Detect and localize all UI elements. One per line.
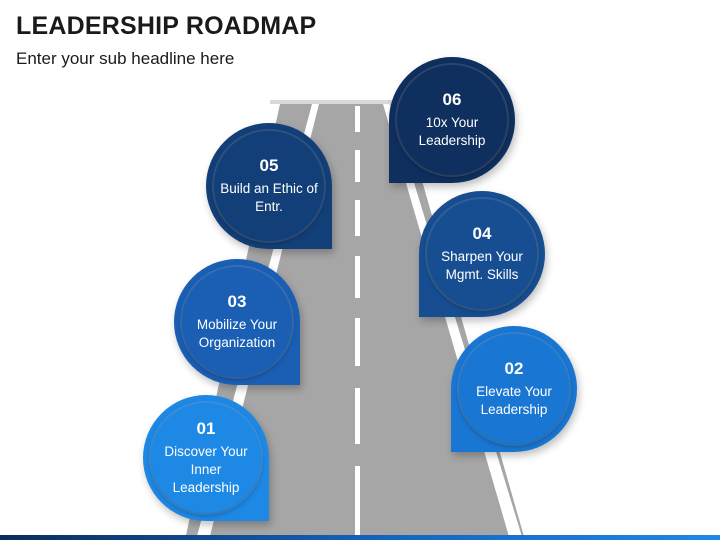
roadmap-step-05: 05 Build an Ethic of Entr. bbox=[206, 123, 332, 249]
step-03-circle: 03 Mobilize Your Organization bbox=[182, 267, 292, 377]
step-label: Mobilize Your Organization bbox=[196, 317, 278, 350]
step-label: Sharpen Your Mgmt. Skills bbox=[441, 249, 523, 282]
step-number: 02 bbox=[504, 359, 524, 378]
road-horizon-edge bbox=[270, 100, 410, 104]
step-number: 04 bbox=[472, 224, 492, 243]
step-02-circle: 02 Elevate Your Leadership bbox=[459, 334, 569, 444]
roadmap-step-02: 02 Elevate Your Leadership bbox=[451, 326, 577, 452]
step-04-circle: 04 Sharpen Your Mgmt. Skills bbox=[427, 199, 537, 309]
step-label: 10x Your Leadership bbox=[418, 115, 486, 148]
step-number: 06 bbox=[442, 90, 462, 109]
roadmap-step-03: 03 Mobilize Your Organization bbox=[174, 259, 300, 385]
step-label: Elevate Your Leadership bbox=[476, 384, 552, 417]
road-center-dashes bbox=[355, 106, 360, 536]
step-label: Discover Your Inner Leadership bbox=[164, 444, 248, 495]
step-05-circle: 05 Build an Ethic of Entr. bbox=[214, 131, 324, 241]
step-01-circle: 01 Discover Your Inner Leadership bbox=[151, 403, 261, 513]
page-title: LEADERSHIP ROADMAP bbox=[16, 12, 317, 40]
step-label: Build an Ethic of Entr. bbox=[220, 181, 318, 214]
step-06-circle: 06 10x Your Leadership bbox=[397, 65, 507, 175]
step-number: 03 bbox=[227, 292, 247, 311]
roadmap-step-04: 04 Sharpen Your Mgmt. Skills bbox=[419, 191, 545, 317]
bottom-accent-bar bbox=[0, 535, 720, 540]
roadmap-step-01: 01 Discover Your Inner Leadership bbox=[143, 395, 269, 521]
roadmap-step-06: 06 10x Your Leadership bbox=[389, 57, 515, 183]
step-number: 01 bbox=[196, 419, 216, 438]
step-number: 05 bbox=[259, 156, 279, 175]
page-subtitle: Enter your sub headline here bbox=[16, 49, 235, 68]
